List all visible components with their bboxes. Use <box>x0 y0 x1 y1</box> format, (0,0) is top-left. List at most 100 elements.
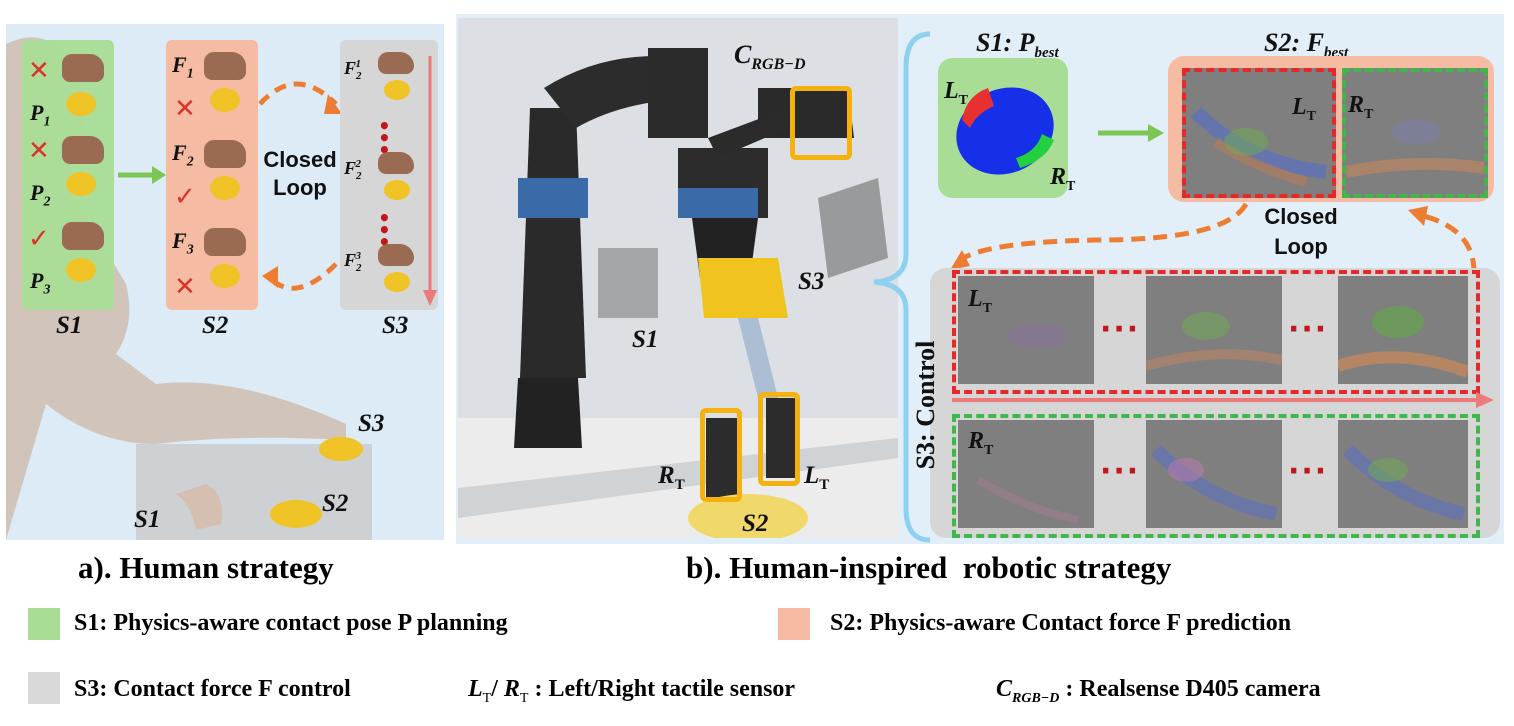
rt-label: R <box>968 428 985 454</box>
tactile-image-right <box>1342 68 1488 198</box>
lt-label: L <box>1292 94 1307 120</box>
ellipsis: ··· <box>1288 312 1329 347</box>
legend-camera-symbol: C <box>996 676 1013 702</box>
t-sub: T <box>1306 108 1317 124</box>
force-item: F1 ✕ <box>168 50 258 130</box>
force-item: F3 ✕ <box>168 226 258 306</box>
arrow-right-icon <box>118 166 166 184</box>
force-label: F <box>172 228 187 253</box>
force-label: F <box>344 158 357 178</box>
legend-tactile: : Left/Right tactile sensor <box>528 676 796 702</box>
camera-sub: RGB−D <box>751 56 806 74</box>
check-icon: ✓ <box>28 224 50 254</box>
hand-icon <box>62 54 104 82</box>
pose-item: ✕ P1 <box>26 52 112 132</box>
panel-b: CRGB−D S3 S1 RT LT S2 S1: Pbest LT RT S2… <box>456 14 1504 544</box>
closed-loop-label: Closed Loop <box>263 147 337 200</box>
lt-label: L <box>804 462 820 489</box>
s3-control-label: S3: Control <box>911 340 940 470</box>
cross-icon: ✕ <box>28 136 50 166</box>
lt-label: L <box>944 78 959 104</box>
tactile-image-left <box>1182 68 1336 198</box>
camera-label: C <box>734 40 752 69</box>
legend-swatch-s2 <box>778 608 810 640</box>
tactile-frame <box>1338 420 1468 528</box>
brace-icon <box>873 31 931 543</box>
cross-icon: ✕ <box>174 94 196 124</box>
scene-s1-label: S1 <box>134 506 161 533</box>
hand-icon <box>204 52 246 80</box>
force-sub: 2 <box>356 169 362 182</box>
arrow-right-icon <box>952 392 1494 408</box>
s2-column <box>166 40 258 310</box>
s3-force-item: F22 <box>344 152 434 212</box>
check-icon: ✓ <box>174 182 196 212</box>
force-sub: 2 <box>356 261 362 274</box>
hand-icon <box>204 140 246 168</box>
t-sub: T <box>819 477 830 493</box>
pepper-icon <box>210 264 240 288</box>
pepper-icon <box>210 88 240 112</box>
t-sub: T <box>1364 106 1374 122</box>
legend-s1: S1: Physics-aware contact pose P plannin… <box>74 610 508 636</box>
legend-tactile-symbol: L <box>468 676 483 702</box>
ellipsis: ··· <box>1100 312 1141 347</box>
lt-label: L <box>968 286 983 312</box>
legend-camera: : Realsense D405 camera <box>1059 676 1321 702</box>
robot-s2-label: S2 <box>742 510 769 537</box>
panel-a: ✕ P1 ✕ P2 ✓ P3 F1 ✕ F2 ✓ F3 ✕ <box>6 24 444 540</box>
t-sub: T <box>982 300 993 316</box>
legend-swatch-s3 <box>28 672 60 704</box>
tactile-frame <box>1146 420 1282 528</box>
pose-sub: 3 <box>43 282 51 298</box>
right-sensor-box <box>700 408 742 502</box>
pose-sub: 2 <box>43 194 51 210</box>
tactile-frame <box>958 420 1094 528</box>
pbest-sub: best <box>1034 45 1059 62</box>
s3-force-item: F23 <box>344 244 434 304</box>
force-label: F <box>172 140 187 165</box>
robot-photo: CRGB−D S3 S1 RT LT S2 <box>458 18 898 538</box>
pepper-icon <box>66 172 96 196</box>
tactile-frame <box>1338 276 1468 384</box>
closed-loop-arrows <box>950 202 1477 273</box>
force-sup: 1 <box>355 58 362 70</box>
pose-label: P <box>30 100 44 125</box>
left-sensor-box <box>758 392 800 486</box>
pepper-icon <box>384 80 410 100</box>
rt-sequence-row <box>952 414 1480 538</box>
pose-label: P <box>30 268 44 293</box>
person-illustration <box>6 37 372 540</box>
force-sub: 2 <box>356 69 362 82</box>
t-sub: T <box>958 92 969 108</box>
pepper-icon <box>384 180 410 200</box>
rt-label: R <box>1348 92 1365 118</box>
panel-a-caption: a). Human strategy <box>78 550 334 585</box>
point-cloud-image <box>956 87 1054 175</box>
closed-loop-arrows <box>258 81 342 291</box>
scene-s2-label: S2 <box>322 490 349 517</box>
arrow-down-icon <box>423 56 437 306</box>
t-sub: T <box>1066 178 1076 194</box>
vertical-dots: ••• <box>378 114 393 162</box>
hand-icon <box>204 228 246 256</box>
hand-icon <box>378 52 414 74</box>
lt-sequence-row <box>952 270 1480 394</box>
camera-highlight-box <box>790 86 852 160</box>
s1-pbest-label: S1: P <box>976 28 1035 57</box>
pose-label: P <box>30 180 44 205</box>
robot-arm-illustration <box>458 48 898 538</box>
s3-force-item: F21 <box>344 52 434 112</box>
pepper-icon <box>66 92 96 116</box>
force-sup: 2 <box>355 158 362 170</box>
force-label: F <box>172 52 187 77</box>
pepper-icon <box>384 272 410 292</box>
force-sub: 3 <box>186 242 194 258</box>
tactile-frame <box>958 276 1094 384</box>
force-label: F <box>344 250 357 270</box>
robot-s1-label: S1 <box>632 326 659 353</box>
s1-label: S1 <box>56 312 83 339</box>
force-item: F2 ✓ <box>168 138 258 218</box>
arrow-right-icon <box>1098 124 1164 142</box>
cross-icon: ✕ <box>174 272 196 302</box>
